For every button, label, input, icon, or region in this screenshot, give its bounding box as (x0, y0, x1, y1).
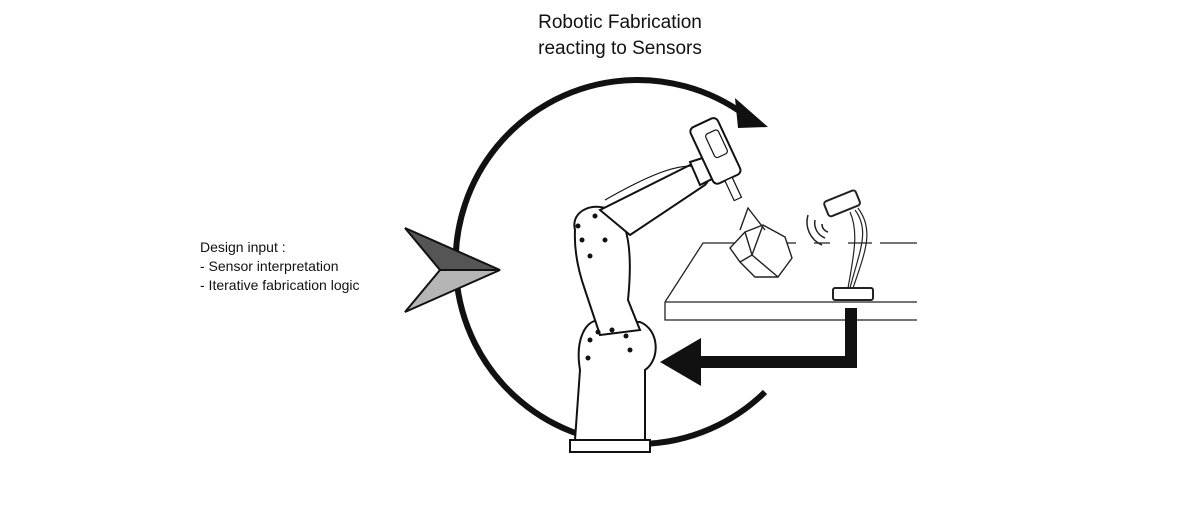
sensor-feedback-arrow-icon (660, 308, 857, 386)
title-line-1: Robotic Fabrication (538, 12, 702, 33)
design-input-item: - Iterative fabrication logic (200, 277, 360, 293)
loop-arrowhead-icon (735, 98, 768, 128)
design-input-item: - Sensor interpretation (200, 258, 339, 274)
robot-bolts (575, 213, 633, 361)
design-input-chevron-icon (404, 227, 501, 313)
design-input-heading: Design input : (200, 239, 286, 255)
diagram-title: Robotic Fabrication reacting to Sensors (470, 10, 770, 62)
title-line-2: reacting to Sensors (538, 38, 702, 59)
workpiece-icon (729, 206, 793, 278)
design-input-label: Design input : - Sensor interpretation -… (200, 238, 360, 295)
robot-arm-icon (569, 117, 743, 453)
sensor-icon (806, 189, 874, 301)
